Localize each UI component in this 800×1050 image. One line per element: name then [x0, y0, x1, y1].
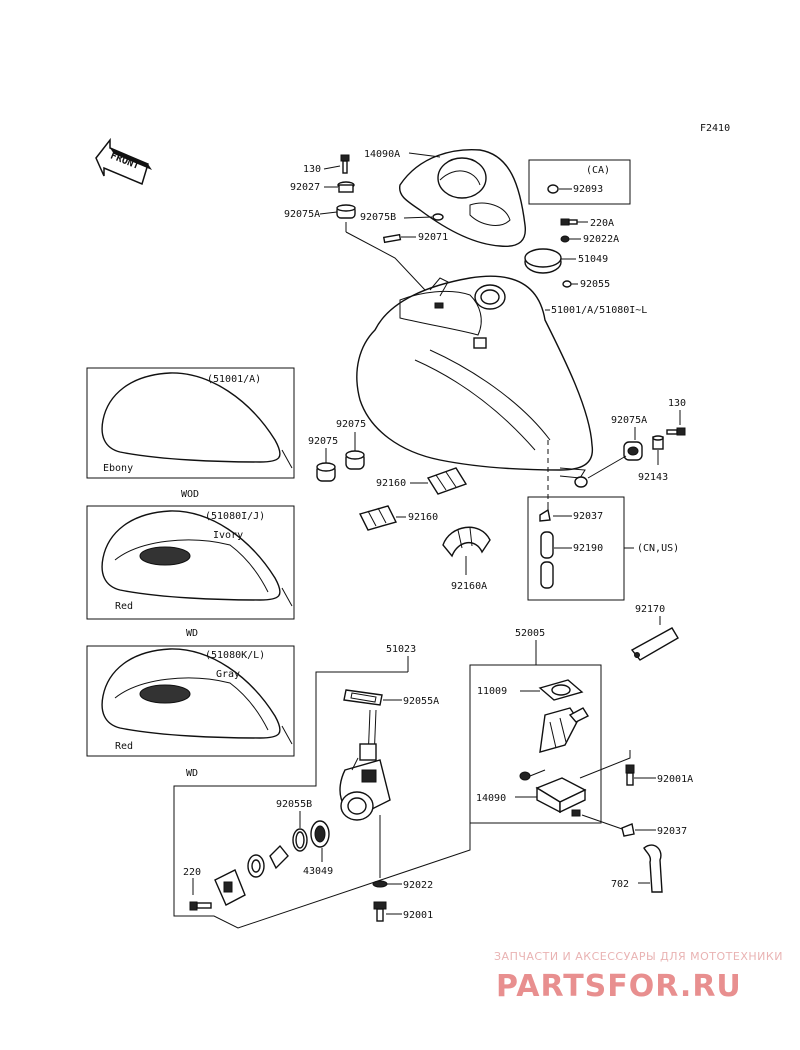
- callout-92160-top: 92160: [376, 478, 406, 489]
- variant-1-color: Ebony: [103, 463, 133, 474]
- callout-43049: 43049: [303, 866, 333, 877]
- screw-220-icon: [189, 901, 212, 911]
- gasket-11009-icon: [538, 679, 584, 701]
- variant-box-3: (51080K/L) Gray Red WD: [86, 645, 295, 779]
- fuel-tank-51001: [356, 275, 594, 479]
- callout-92190: 92190: [573, 543, 603, 554]
- callout-11009: 11009: [477, 686, 507, 697]
- callout-51049: 51049: [578, 254, 608, 265]
- callout-92071: 92071: [418, 232, 448, 243]
- callout-92075A: 92075A: [284, 209, 320, 220]
- callout-130-top: 130: [303, 164, 321, 175]
- filter-cup-14090-icon: [535, 777, 587, 817]
- bolt-130-right-icon: [666, 427, 686, 436]
- callout-92170: 92170: [635, 604, 665, 615]
- variant-2-code: (51080I/J): [205, 511, 265, 522]
- hose-92190-icon: [540, 531, 554, 589]
- oring-92055-icon: [562, 280, 572, 288]
- watermark: ЗАПЧАСТИ И АКСЕССУАРЫ ДЛЯ МОТОТЕХНИКИ PA…: [494, 950, 783, 1004]
- callout-92055: 92055: [580, 279, 610, 290]
- callout-92075A-right: 92075A: [611, 415, 647, 426]
- callout-92022A: 92022A: [583, 234, 619, 245]
- callout-130-right: 130: [668, 398, 686, 409]
- variant-box-2: (51080I/J) Ivory Red WD: [86, 505, 295, 639]
- callout-92143: 92143: [638, 472, 668, 483]
- callout-220: 220: [183, 867, 201, 878]
- damper-92075A-right-icon: [623, 441, 643, 461]
- callout-92075-left: 92075: [308, 436, 338, 447]
- callout-92093: 92093: [573, 184, 603, 195]
- variant-3-color2: Red: [115, 741, 133, 752]
- washer-92075B-icon: [432, 213, 444, 221]
- grommet-92093-icon: [547, 184, 559, 194]
- clip-92037-icon: [539, 502, 551, 522]
- rubber-92160-lower-icon: [358, 505, 398, 531]
- diaphragm-43049-icon: [310, 820, 330, 848]
- washer-92022-icon: [372, 880, 388, 888]
- variant-2-color1: Ivory: [213, 530, 243, 541]
- filter-box-52005: [469, 664, 602, 824]
- callout-92055B: 92055B: [276, 799, 312, 810]
- gasket-92055A-icon: [343, 689, 383, 706]
- callout-92001A: 92001A: [657, 774, 693, 785]
- callout-51023: 51023: [386, 644, 416, 655]
- callout-92160-bottom: 92160: [408, 512, 438, 523]
- fuel-tap-51023: [339, 709, 391, 821]
- collar-92027-icon: [337, 181, 355, 193]
- callout-92027: 92027: [290, 182, 320, 193]
- rubber-92160A-icon: [442, 526, 491, 558]
- variant-1-code: (51001/A): [207, 374, 261, 385]
- variant-3-code: (51080K/L): [205, 650, 265, 661]
- variant-3-market: WD: [186, 768, 198, 779]
- callout-92075B: 92075B: [360, 212, 396, 223]
- callout-220A: 220A: [590, 218, 614, 229]
- callout-14090A: 14090A: [364, 149, 400, 160]
- watermark-brand: PARTSFOR.RU: [496, 969, 742, 1004]
- figure-id: F2410: [700, 123, 730, 134]
- lever-spring-icon: [247, 844, 289, 878]
- oring-92055B-icon: [292, 828, 308, 852]
- ca-box: [528, 159, 631, 205]
- hose-702-icon: [643, 844, 663, 893]
- damper-92075-icon: [316, 450, 365, 482]
- callout-51001: 51001/A/51080I~L: [551, 305, 647, 316]
- variant-box-1: (51001/A) Ebony WOD: [86, 367, 295, 500]
- callout-14090: 14090: [476, 793, 506, 804]
- collar-92143-icon: [652, 435, 664, 450]
- fuel-filter-icon: [519, 707, 590, 781]
- washer-92022A-icon: [560, 235, 570, 243]
- callout-92022: 92022: [403, 880, 433, 891]
- variant-2-color2: Red: [115, 601, 133, 612]
- bolt-130-icon: [340, 154, 350, 174]
- band-92170-icon: [630, 627, 679, 661]
- variant-2-market: WD: [186, 628, 198, 639]
- callout-cn-us: (CN,US): [637, 543, 679, 554]
- variant-3-color1: Gray: [216, 669, 240, 680]
- plate-220-icon: [214, 869, 246, 906]
- meter-cover-14090A: [398, 148, 527, 247]
- callout-92001: 92001: [403, 910, 433, 921]
- variant-1-market: WOD: [181, 489, 199, 500]
- screw-220A-icon: [560, 218, 578, 226]
- rubber-92160-icon: [426, 467, 468, 495]
- fuel-cap-51049-icon: [524, 248, 562, 274]
- bolt-92001-icon: [373, 901, 387, 922]
- screw-92001A-icon: [625, 764, 635, 786]
- callout-92075-right: 92075: [336, 419, 366, 430]
- screw-92071-icon: [382, 233, 402, 244]
- callout-92037-lower: 92037: [657, 826, 687, 837]
- damper-92075A-icon: [336, 204, 356, 219]
- callout-702: 702: [611, 879, 629, 890]
- callout-92160A: 92160A: [451, 581, 487, 592]
- callout-52005: 52005: [515, 628, 545, 639]
- watermark-tagline: ЗАПЧАСТИ И АКСЕССУАРЫ ДЛЯ МОТОТЕХНИКИ: [494, 950, 783, 963]
- ca-label: (CA): [586, 165, 610, 176]
- clip-92037-lower-icon: [621, 823, 635, 837]
- front-arrow-icon: FRONT: [95, 137, 152, 186]
- callout-92037-top: 92037: [573, 511, 603, 522]
- callout-92055A: 92055A: [403, 696, 439, 707]
